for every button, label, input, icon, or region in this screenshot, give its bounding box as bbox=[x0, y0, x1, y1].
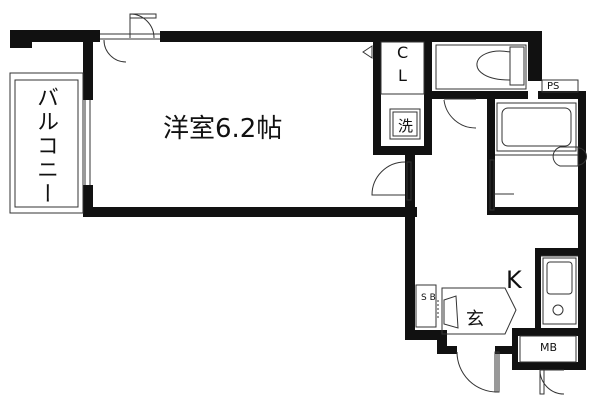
entrance bbox=[441, 287, 517, 335]
wall-room-bottom bbox=[83, 207, 417, 217]
western-room-label: 洋室6.2帖 bbox=[163, 114, 283, 144]
washer-label: 洗 bbox=[398, 117, 414, 135]
wall-corridor-left bbox=[405, 208, 415, 340]
meter-box-label: MB bbox=[540, 341, 558, 354]
wall-entry-left-bottom bbox=[405, 330, 445, 340]
wall-bottom-right bbox=[512, 362, 586, 370]
wall-bath-left bbox=[487, 91, 495, 215]
bathtub bbox=[496, 102, 577, 152]
wall-left-upper bbox=[83, 38, 93, 100]
kitchen-label: K bbox=[506, 266, 522, 294]
shoe-box bbox=[415, 284, 437, 328]
wall-top-right-block bbox=[528, 31, 542, 81]
shoe-box-label: S B bbox=[421, 293, 436, 303]
walls bbox=[10, 30, 586, 370]
wall-hall-left bbox=[405, 155, 415, 217]
closet-label-c: C bbox=[397, 43, 409, 62]
wall-kitchen-right bbox=[578, 207, 586, 264]
wall-closet-right bbox=[424, 38, 432, 155]
entrance-label: 玄 bbox=[466, 309, 484, 330]
wall-bath-right bbox=[578, 91, 586, 215]
toilet-room bbox=[435, 44, 527, 90]
wall-bath-bottom bbox=[487, 207, 583, 215]
wall-top-left bbox=[10, 30, 100, 42]
meter-box bbox=[519, 335, 577, 363]
closet bbox=[380, 41, 425, 95]
kitchen-counter bbox=[542, 257, 577, 325]
pipe-space-label: PS bbox=[547, 81, 560, 92]
fixtures bbox=[9, 13, 587, 395]
wall-top bbox=[160, 31, 532, 42]
washer-box bbox=[389, 108, 421, 140]
toilet-bowl bbox=[476, 50, 511, 81]
door-swing-entrance bbox=[456, 351, 498, 393]
wall-toilet-bottom bbox=[432, 91, 528, 99]
balcony-label: バルコニー bbox=[33, 86, 58, 206]
wall-left-lower bbox=[83, 185, 93, 213]
pipe-space bbox=[541, 79, 579, 93]
wall-room-right-upper bbox=[373, 38, 381, 98]
wall-washer-bottom bbox=[373, 146, 429, 155]
balcony-outline bbox=[9, 72, 84, 214]
closet-label-l: L bbox=[398, 66, 407, 85]
door-swing-room bbox=[371, 161, 406, 196]
